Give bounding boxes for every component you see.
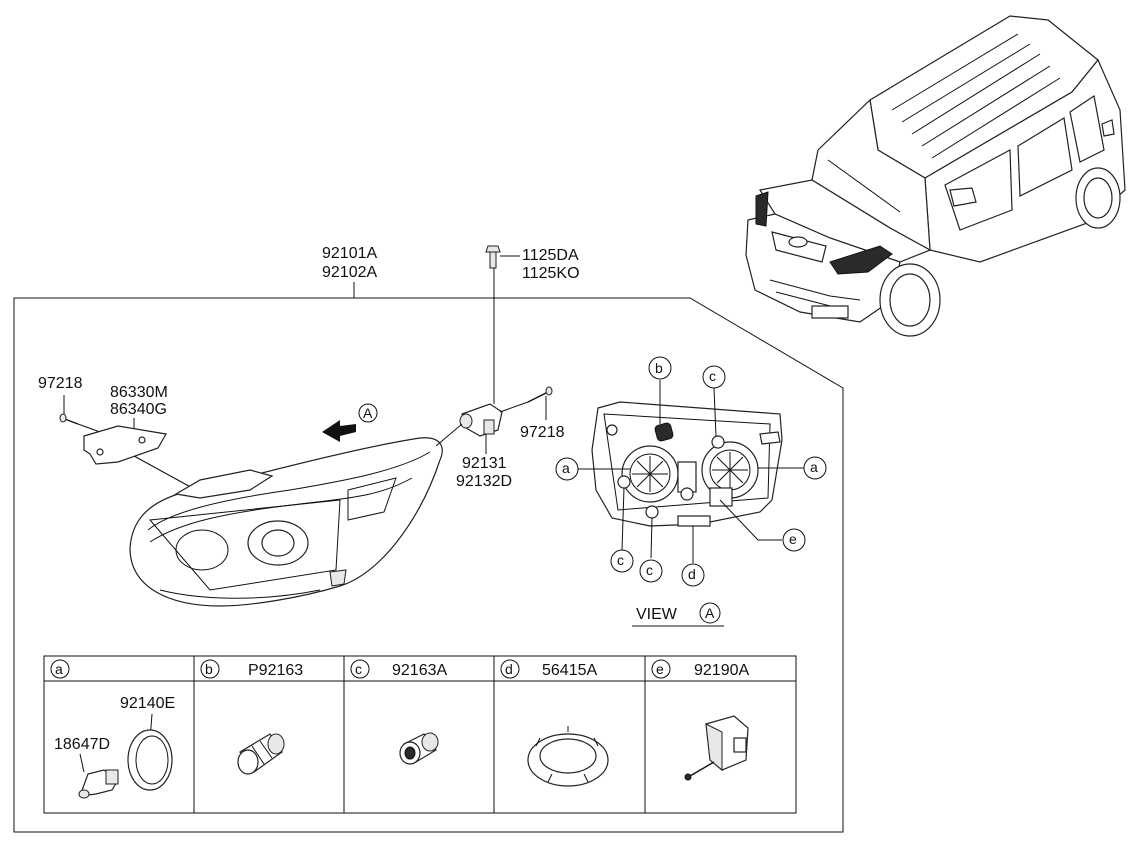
ballast-icon xyxy=(684,715,749,781)
actuator-icon xyxy=(459,403,503,437)
view-ref-letter: A xyxy=(363,405,373,421)
part-number-92132d: 92132D xyxy=(456,473,512,490)
callout-e: e xyxy=(789,531,797,547)
parts-table xyxy=(43,655,797,814)
part-number-92101a: 92101A xyxy=(322,245,377,262)
table-header-a: a xyxy=(50,659,70,679)
view-label-letter: A xyxy=(705,605,715,621)
headlamp-rear-view xyxy=(591,401,783,527)
screw-right-icon xyxy=(527,386,553,403)
headlamp-assembly xyxy=(129,437,443,607)
callout-a-left: a xyxy=(562,460,570,476)
vehicle-illustration xyxy=(745,15,1126,337)
table-part-56415a: 56415A xyxy=(542,662,597,679)
view-label: VIEW xyxy=(636,606,678,623)
callout-c-top: c xyxy=(709,368,716,384)
table-part-92190a: 92190A xyxy=(694,662,749,679)
table-key-b: b xyxy=(205,661,213,677)
table-key-a: a xyxy=(55,661,63,677)
callout-d: d xyxy=(688,566,696,582)
table-key-e: e xyxy=(656,661,664,677)
table-header-b: b P92163 xyxy=(200,659,303,679)
bulb-icon xyxy=(78,769,119,799)
callout-c-lower-mid: c xyxy=(646,562,653,578)
part-number-86340g: 86340G xyxy=(110,401,167,418)
dust-cap-icon xyxy=(127,729,173,791)
callout-c-lower-left: c xyxy=(617,552,624,568)
callout-b: b xyxy=(655,360,663,376)
bracket-icon xyxy=(83,425,167,465)
table-header-e: e 92190A xyxy=(651,659,749,679)
table-part-92163a: 92163A xyxy=(392,662,447,679)
part-number-97218-right: 97218 xyxy=(520,424,565,441)
retaining-ring-icon xyxy=(527,726,609,787)
part-number-92102a: 92102A xyxy=(322,264,377,281)
part-number-92131: 92131 xyxy=(462,455,507,472)
part-number-86330m: 86330M xyxy=(110,384,168,401)
table-header-c: c 92163A xyxy=(350,659,447,679)
table-key-c: c xyxy=(355,661,362,677)
table-header-d: d 56415A xyxy=(500,659,597,679)
part-number-97218-left: 97218 xyxy=(38,375,83,392)
table-part-92140e: 92140E xyxy=(120,695,175,712)
view-direction-arrow: A xyxy=(322,403,378,442)
screw-left-icon xyxy=(59,413,79,425)
grommet-icon xyxy=(399,732,439,765)
part-number-1125da: 1125DA xyxy=(522,247,579,264)
table-part-18647d: 18647D xyxy=(54,736,110,753)
callout-a-right: a xyxy=(810,459,818,475)
part-number-1125ko: 1125KO xyxy=(522,265,580,282)
bolt-icon xyxy=(485,245,501,269)
socket-icon xyxy=(237,733,285,775)
table-key-d: d xyxy=(505,661,513,677)
table-part-p92163: P92163 xyxy=(248,662,303,679)
assembly-boundary xyxy=(13,297,844,833)
